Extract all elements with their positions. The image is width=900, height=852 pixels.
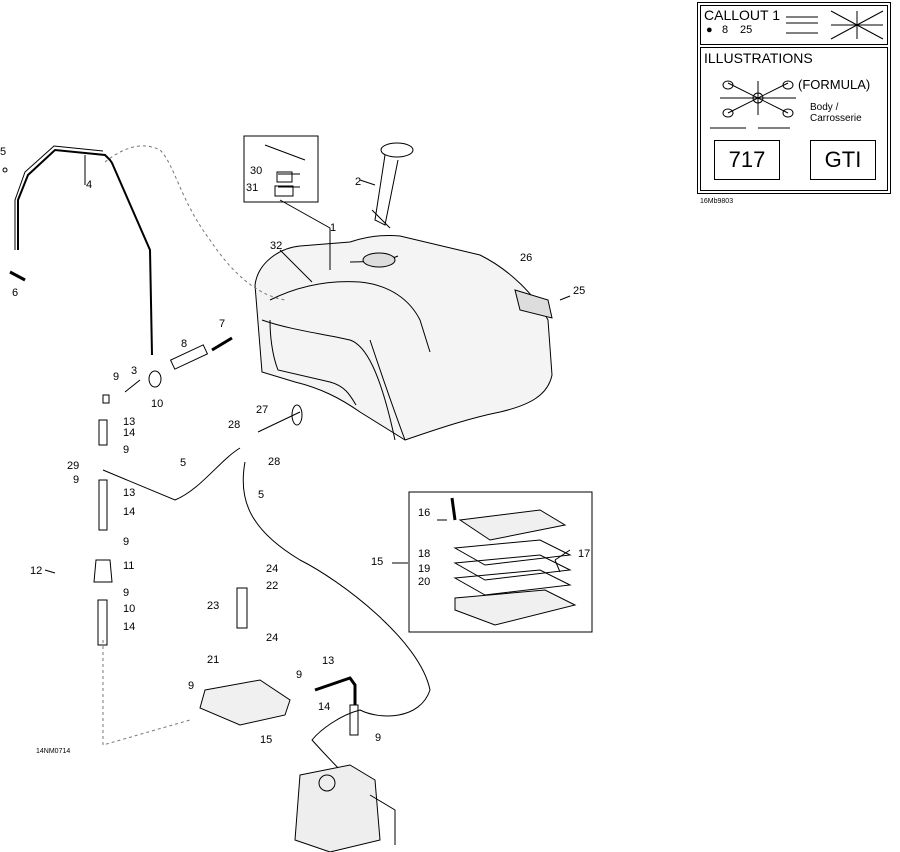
callout-6: 6 (12, 287, 19, 299)
callout-10: 10 (151, 398, 164, 410)
legend-illustrations-title: ILLUSTRATIONS (704, 50, 813, 66)
fuel-tank (254, 235, 553, 441)
callout-31: 31 (246, 182, 259, 194)
callout-5: 5 (0, 146, 7, 158)
legend-model-number: 717 (714, 140, 780, 180)
callout-2: 2 (355, 176, 362, 188)
callout-3: 3 (131, 365, 138, 377)
callout-9: 9 (123, 536, 130, 548)
callout-24: 24 (266, 563, 279, 575)
legend-ref-code: 16Mb9803 (700, 198, 734, 205)
callout-7: 7 (219, 318, 226, 330)
legend-drop-icon: ● (706, 24, 713, 36)
callout-9: 9 (73, 474, 80, 486)
callout-9: 9 (123, 587, 130, 599)
callout-24: 24 (266, 632, 279, 644)
callout-1: 1 (330, 222, 337, 234)
diagram-code: 14NM0714 (36, 748, 71, 755)
callout-17: 17 (578, 548, 591, 560)
callout-28: 28 (228, 419, 241, 431)
legend-illustrations-panel (700, 47, 888, 191)
callout-9: 9 (375, 732, 382, 744)
callout-18: 18 (418, 548, 431, 560)
legend-callout-title: CALLOUT 1 (704, 7, 780, 23)
callout-13: 13 (123, 416, 136, 428)
callout-14: 14 (318, 701, 331, 713)
callout-8: 8 (181, 338, 188, 350)
legend-callout-num-2: 25 (740, 24, 753, 36)
callout-14: 14 (123, 621, 136, 633)
callout-9: 9 (296, 669, 303, 681)
callout-12: 12 (30, 565, 43, 577)
callout-14: 14 (123, 427, 136, 439)
callout-26: 26 (520, 252, 533, 264)
callout-29: 29 (67, 460, 80, 472)
legend-model-name: GTI (810, 140, 876, 180)
legend-body-line1: Body / (810, 102, 839, 113)
legend-box: CALLOUT 1 ● 8 25 ILLUSTRATIONS (FORMULA)… (697, 2, 891, 194)
callout-20: 20 (418, 576, 431, 588)
callout-19: 19 (418, 563, 431, 575)
callout-15: 15 (260, 734, 273, 746)
fuel-sender (371, 142, 414, 229)
callout-4: 4 (86, 179, 93, 191)
callout-21: 21 (207, 654, 220, 666)
callout-13: 13 (322, 655, 335, 667)
lower-pump (199, 679, 291, 726)
callout-23: 23 (207, 600, 220, 612)
callout-27: 27 (256, 404, 269, 416)
vent-tube (17, 148, 153, 356)
legend-body-line2: Carrosserie (810, 113, 862, 124)
legend-icons (710, 10, 884, 129)
callout-11: 11 (123, 560, 135, 572)
callout-32: 32 (270, 240, 283, 252)
callout-30: 30 (250, 165, 263, 177)
callout-5: 5 (180, 457, 187, 469)
callout-25: 25 (573, 285, 586, 297)
legend-callout-panel (700, 5, 888, 45)
callout-5: 5 (258, 489, 265, 501)
callout-13: 13 (123, 487, 136, 499)
callout-15: 15 (371, 556, 384, 568)
callout-22: 22 (266, 580, 279, 592)
legend-callout-num-1: 8 (722, 24, 729, 36)
callout-9: 9 (188, 680, 195, 692)
callout-14: 14 (123, 506, 136, 518)
carburetor (294, 764, 396, 852)
legend-formula: (FORMULA) (798, 77, 871, 92)
callout-9: 9 (113, 371, 120, 383)
callout-10: 10 (123, 603, 136, 615)
callout-28: 28 (268, 456, 281, 468)
callout-9: 9 (123, 444, 130, 456)
callout-16: 16 (418, 507, 431, 519)
